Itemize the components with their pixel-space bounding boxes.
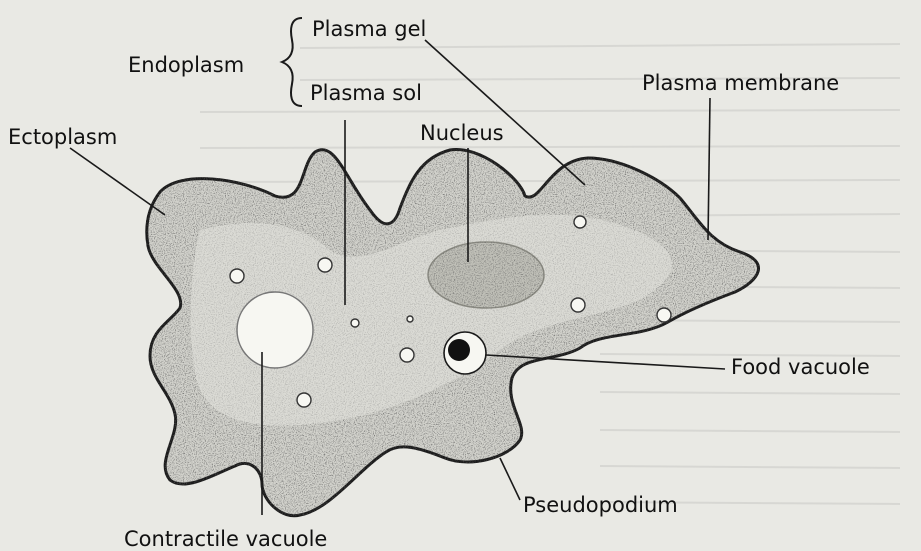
pseudopodium-leader — [500, 458, 520, 500]
small-vacuole — [230, 269, 244, 283]
small-vacuole — [574, 216, 586, 228]
endoplasm-brace — [282, 18, 302, 106]
label-ectoplasm: Ectoplasm — [8, 125, 117, 149]
small-vacuole — [297, 393, 311, 407]
label-nucleus: Nucleus — [420, 121, 504, 145]
label-food-vacuole: Food vacuole — [731, 355, 870, 379]
small-vacuole — [407, 316, 413, 322]
small-vacuole — [400, 348, 414, 362]
contractile-vacuole — [237, 292, 313, 368]
plasma-membrane-leader — [708, 98, 710, 240]
label-endoplasm: Endoplasm — [128, 53, 244, 77]
label-plasma-gel: Plasma gel — [312, 17, 426, 41]
food-particle — [448, 339, 470, 361]
small-vacuole — [571, 298, 585, 312]
small-vacuole — [351, 319, 359, 327]
label-contractile-vacuole: Contractile vacuole — [124, 527, 327, 551]
label-plasma-sol: Plasma sol — [310, 81, 422, 105]
small-vacuole — [318, 258, 332, 272]
small-vacuole — [657, 308, 671, 322]
label-plasma-membrane: Plasma membrane — [642, 71, 839, 95]
label-pseudopodium: Pseudopodium — [523, 493, 678, 517]
nucleus-stipple — [428, 242, 544, 308]
ectoplasm-leader — [70, 148, 165, 215]
